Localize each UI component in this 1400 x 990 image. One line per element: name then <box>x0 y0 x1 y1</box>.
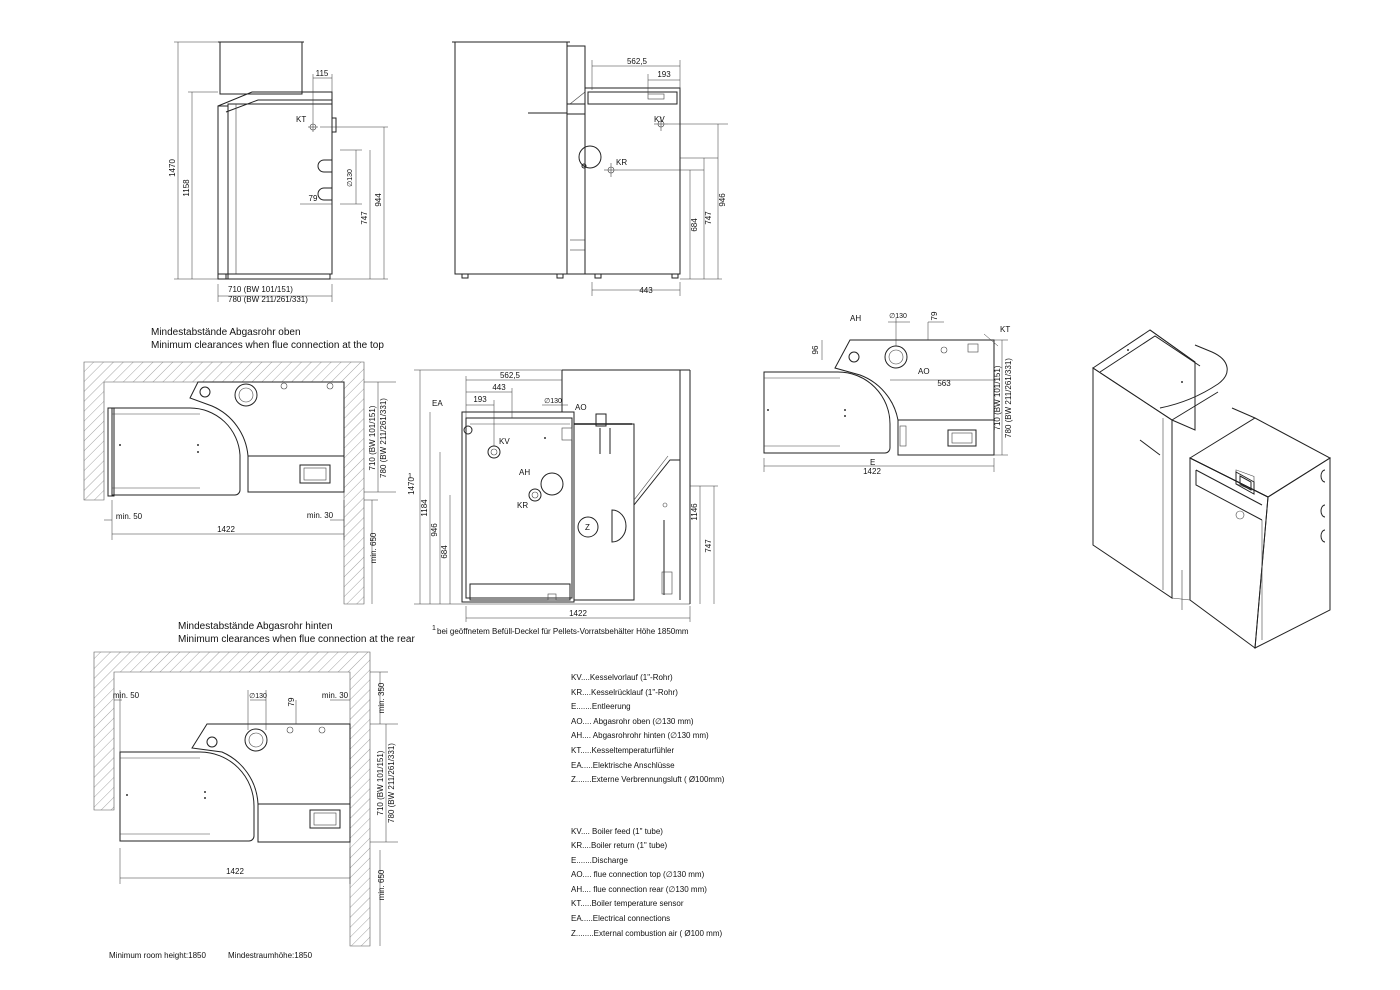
legend-de-item: Z.......Externe Verbrennungsluft ( Ø100m… <box>571 775 725 784</box>
dim-79: 79 <box>930 311 939 320</box>
label-ao: AO <box>575 403 587 412</box>
dim-115: 115 <box>316 69 329 78</box>
dim-747: 747 <box>704 211 713 225</box>
dim-780: 780 (BW 211/261/331) <box>387 743 396 823</box>
legend-de-item: EA.....Elektrische Anschlüsse <box>571 761 675 770</box>
dim-710: 710 (BW 101/151) <box>368 405 377 470</box>
width-780: 780 (BW 211/261/331) <box>228 295 308 304</box>
dim-1184: 1184 <box>420 499 429 517</box>
legend-en-item: KV.... Boiler feed (1" tube) <box>571 827 663 836</box>
dim-684: 684 <box>690 218 699 232</box>
plan-small: AH ∅130 79 KT 96 AO 563 710 (BW 101/151)… <box>763 311 1013 476</box>
dim-780: 780 (BW 211/261/331) <box>1004 358 1013 438</box>
dim-946: 946 <box>430 523 439 537</box>
label-ea: EA <box>432 399 443 408</box>
heading-top-de: Mindestabstände Abgasrohr oben <box>151 327 301 338</box>
dim-79: 79 <box>287 697 296 706</box>
min-350: min. 350 <box>377 682 386 713</box>
min-50: min. 50 <box>116 512 143 521</box>
dim-96: 96 <box>811 345 820 354</box>
label-kt: KT <box>296 115 306 124</box>
label-ah: AH <box>519 468 530 477</box>
dim-1422: 1422 <box>863 467 881 476</box>
footnote-mark: 1 <box>432 625 436 632</box>
min-650: min. 650 <box>377 869 386 900</box>
legend-english: KV.... Boiler feed (1" tube) KR....Boile… <box>571 827 722 938</box>
label-kr: KR <box>616 158 627 167</box>
dim-710: 710 (BW 101/151) <box>993 365 1002 430</box>
legend-de-item: KT.....Kesseltemperaturfühler <box>571 746 674 755</box>
dim-193: 193 <box>657 70 671 79</box>
legend-en-item: EA.....Electrical connections <box>571 914 670 923</box>
legend-en-item: KR....Boiler return (1" tube) <box>571 841 668 850</box>
label-kr: KR <box>517 501 528 510</box>
legend-de-item: AO.... Abgasrohr oben (∅130 mm) <box>571 717 694 726</box>
room-height-en: Minimum room height:1850 <box>109 951 206 960</box>
dim-193: 193 <box>473 395 487 404</box>
label-z: Z <box>585 523 590 532</box>
dim-944: 944 <box>374 193 383 207</box>
legend-en-item: KT.....Boiler temperature sensor <box>571 899 684 908</box>
dim-443: 443 <box>492 383 506 392</box>
legend-de-item: AH.... Abgasrohrohr hinten (∅130 mm) <box>571 731 709 740</box>
section-view: 562,5 443 193 ∅130 EA AO KV AH KR Z 1470… <box>407 369 718 636</box>
label-ao: AO <box>918 367 930 376</box>
isometric-view <box>1092 329 1331 649</box>
min-50: min. 50 <box>113 691 140 700</box>
dim-710: 710 (BW 101/151) <box>376 750 385 815</box>
legend-de-item: E.......Entleerung <box>571 702 631 711</box>
heading-top-en: Minimum clearances when flue connection … <box>151 340 384 351</box>
dim-1422: 1422 <box>217 525 235 534</box>
min-650: min. 650 <box>369 532 378 563</box>
min-30: min. 30 <box>307 511 334 520</box>
heading-rear-en: Minimum clearances when flue connection … <box>178 634 415 645</box>
dim-562-5: 562,5 <box>627 57 648 66</box>
footnote: bei geöffnetem Befüll-Deckel für Pellets… <box>437 627 689 636</box>
dim-1146: 1146 <box>690 503 699 521</box>
legend-en-item: Z........External combustion air ( Ø100 … <box>571 929 722 938</box>
dim-443: 443 <box>639 286 653 295</box>
legend-de-item: KV....Kesselvorlauf (1"-Rohr) <box>571 673 673 682</box>
dim-684: 684 <box>440 545 449 559</box>
dim-diameter-130: ∅130 <box>544 398 562 405</box>
label-ah: AH <box>850 314 861 323</box>
legend-en-item: AO.... flue connection top (∅130 mm) <box>571 870 705 879</box>
dim-1422: 1422 <box>569 609 587 618</box>
legend-german: KV....Kesselvorlauf (1"-Rohr) KR....Kess… <box>571 673 725 784</box>
plan-top-flue: 710 (BW 101/151) 780 (BW 211/261/331) mi… <box>83 361 396 605</box>
dim-diameter-130: ∅130 <box>889 313 907 320</box>
label-kv: KV <box>654 115 665 124</box>
heading-rear-de: Mindestabstände Abgasrohr hinten <box>178 621 333 632</box>
dim-562-5: 562,5 <box>500 371 521 380</box>
side-view: 1470 1158 115 KT ∅130 79 747 944 710 (BW… <box>168 41 388 304</box>
dim-1158: 1158 <box>182 179 191 197</box>
plan-rear-flue: min. 50 ∅130 79 min. 30 min. 350 710 (BW… <box>93 651 398 947</box>
dim-563: 563 <box>937 379 951 388</box>
label-kv: KV <box>499 437 510 446</box>
dim-1470-note: 1 <box>408 473 412 480</box>
dim-747: 747 <box>360 211 369 225</box>
legend-de-item: KR....Kesselrücklauf (1"-Rohr) <box>571 688 678 697</box>
label-kt: KT <box>1000 325 1010 334</box>
dim-1470: 1470 <box>407 477 416 495</box>
dim-diameter-130: ∅130 <box>249 693 267 700</box>
min-30: min. 30 <box>322 691 349 700</box>
dim-1422: 1422 <box>226 867 244 876</box>
dim-diameter-130: ∅130 <box>347 169 354 187</box>
room-height-de: Mindestraumhöhe:1850 <box>228 951 313 960</box>
dim-747: 747 <box>704 539 713 553</box>
legend-en-item: AH.... flue connection rear (∅130 mm) <box>571 885 707 894</box>
label-e: E <box>870 458 875 467</box>
legend-en-item: E.......Discharge <box>571 856 628 865</box>
front-view: 562,5 193 KV KR 684 747 946 443 <box>452 41 728 296</box>
dim-780: 780 (BW 211/261/331) <box>379 398 388 478</box>
dim-946: 946 <box>718 193 727 207</box>
dim-1470: 1470 <box>168 159 177 177</box>
dim-79: 79 <box>309 194 318 203</box>
width-710: 710 (BW 101/151) <box>228 285 293 294</box>
